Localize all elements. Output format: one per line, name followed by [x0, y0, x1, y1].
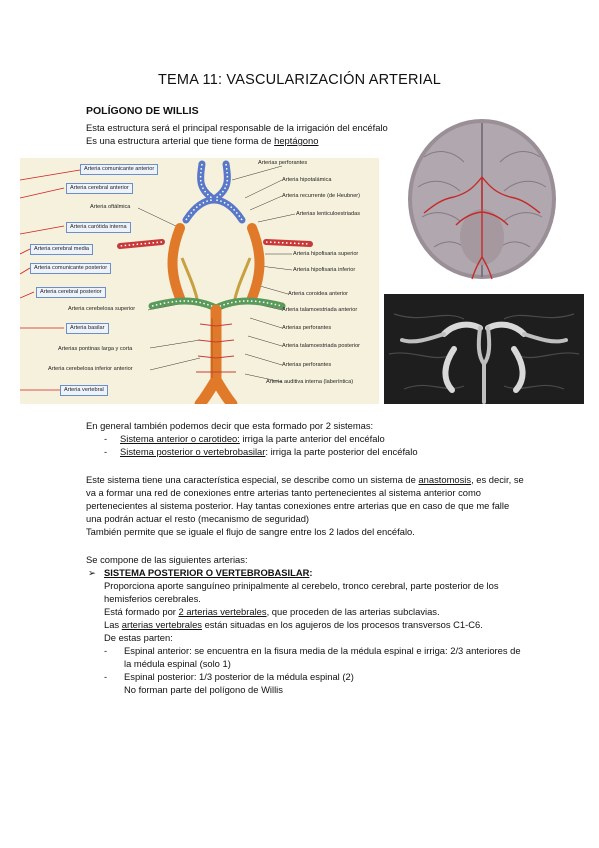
anastomosis-paragraph: Este sistema tiene una característica es… — [86, 473, 526, 525]
label-perforantes-1: Arterias perforantes — [258, 160, 308, 166]
label-cerebral-posterior: Arteria cerebral posterior — [36, 287, 106, 298]
label-cerebelosa-inferior-anterior: Arteria cerebelosa inferior anterior — [48, 366, 133, 372]
label-coroidea-anterior: Arteria coroidea anterior — [288, 291, 349, 297]
label-cerebral-anterior: Arteria cerebral anterior — [66, 183, 133, 194]
posterior-system-heading-text: SISTEMA POSTERIOR O VERTEBROBASILAR — [104, 567, 310, 578]
anastomosis-term: anastomosis — [418, 474, 472, 485]
posterior-p2-suffix: , que proceden de las arterias subclavia… — [266, 606, 440, 617]
section-heading: POLÍGONO DE WILLIS — [86, 105, 199, 117]
anastomosis-suffix: , es decir, se va a formar una red de co… — [86, 474, 524, 524]
posterior-system-heading: ➢ SISTEMA POSTERIOR O VERTEBROBASILAR: — [86, 566, 526, 579]
label-cerebelosa-superior: Arteria cerebelosa superior — [68, 306, 136, 312]
label-recurrente-heubner: Arteria recurrente (de Heubner) — [282, 193, 361, 199]
angiography-graphic — [384, 294, 584, 404]
anastomosis-prefix: Este sistema tiene una característica es… — [86, 474, 419, 485]
heptagono-link: heptágono — [274, 135, 319, 146]
arrow-bullet-icon: ➢ — [88, 567, 96, 578]
label-hipofisaria-inferior: Arteria hipofisaria inferior — [293, 267, 356, 273]
system-posterior-rest: : irriga la parte posterior del encéfalo — [265, 446, 418, 457]
label-hipofisaria-superior: Arteria hipofisaria superior — [293, 251, 359, 257]
list-item: - Sistema anterior o carotideo: irriga la… — [86, 432, 526, 445]
label-basilar: Arteria basilar — [66, 323, 109, 334]
posterior-p4: De estas parten: — [104, 632, 173, 643]
label-carotida-interna: Arteria carótida interna — [66, 222, 131, 233]
label-lenticuloestriadas: Arterias lenticuloestriadas — [296, 211, 361, 217]
spinal-note: No forman parte del polígono de Willis — [124, 684, 283, 695]
systems-block: En general también podemos decir que est… — [86, 419, 526, 458]
posterior-p3-underlined: arterias vertebrales — [121, 619, 202, 630]
label-comunicante-anterior: Arteria comunicante anterior — [80, 164, 159, 175]
intro-line-2: Es una estructura arterial que tiene for… — [86, 134, 388, 147]
label-hipotalamica: Arteria hipotalámica — [282, 177, 332, 183]
intro-line-1: Esta estructura será el principal respon… — [86, 122, 388, 133]
page-title: TEMA 11: VASCULARIZACIÓN ARTERIAL — [158, 72, 441, 88]
posterior-p3: Las arterias vertebrales están situadas … — [104, 618, 526, 631]
posterior-p3-prefix: Las — [104, 619, 122, 630]
label-perforantes-3: Arterias perforantes — [282, 362, 332, 368]
dash-marker: - — [104, 446, 108, 457]
systems-intro: En general también podemos decir que est… — [86, 420, 374, 431]
posterior-system-heading-suffix: : — [309, 567, 313, 578]
posterior-system-details: Proporciona aporte sanguíneo prinipalmen… — [86, 579, 526, 644]
list-item: - Espinal posterior: 1/3 posterior de la … — [86, 670, 526, 696]
brain-inferior-view-image — [394, 117, 571, 282]
label-cerebral-media: Arteria cerebral media — [30, 244, 94, 255]
label-auditiva-interna: Arteria auditiva interna (laberíntica) — [266, 379, 354, 385]
label-comunicante-posterior: Arteria comunicante posterior — [30, 263, 112, 274]
intro-line-2-prefix: Es una estructura arterial que tiene for… — [86, 135, 275, 146]
posterior-p1: Proporciona aporte sanguíneo prinipalmen… — [104, 580, 499, 604]
spinal-anterior-text: Espinal anterior: se encuentra en la fis… — [124, 645, 521, 669]
system-posterior-label: Sistema posterior o vertebrobasilar — [120, 446, 266, 457]
dash-marker: - — [104, 433, 108, 444]
dash-marker: - — [104, 645, 108, 656]
list-item: - Sistema posterior o vertebrobasilar: ir… — [86, 445, 526, 458]
label-talamoestriada-anterior: Arteria talamoestriada anterior — [282, 307, 358, 313]
anastomosis-last-line: También permite que se iguale el flujo d… — [86, 526, 415, 537]
label-vertebral: Arteria vertebral — [60, 385, 108, 396]
brain-inferior-view-graphic — [408, 119, 556, 280]
list-item: - Espinal anterior: se encuentra en la fi… — [86, 644, 526, 670]
label-talamoestriada-posterior: Arteria talamoestriada posterior — [282, 343, 361, 349]
willis-diagram: Arteria comunicante anterior Arteria cer… — [20, 158, 379, 404]
angiography-image — [384, 294, 584, 404]
posterior-p2-underlined: 2 arterias vertebrales — [178, 606, 267, 617]
spinal-arteries-list: - Espinal anterior: se encuentra en la fi… — [86, 644, 526, 696]
dash-marker: - — [104, 671, 108, 682]
anastomosis-block: Este sistema tiene una característica es… — [86, 473, 526, 538]
posterior-p3-suffix: están situadas en los agujeros de los pr… — [201, 619, 483, 630]
label-perforantes-2: Arterias perforantes — [282, 325, 332, 331]
system-anterior-label: Sistema anterior o carotideo: — [120, 433, 240, 444]
posterior-p2-prefix: Está formado por — [104, 606, 179, 617]
composition-block: Se compone de las siguientes arterias: ➢… — [86, 553, 526, 696]
label-pontinas: Arterias pontinas larga y corta — [58, 346, 133, 352]
label-oftalmica: Arteria oftálmica — [90, 204, 131, 210]
posterior-p2: Está formado por 2 arterias vertebrales,… — [104, 605, 526, 618]
willis-diagram-graphic — [20, 160, 313, 404]
intro-text: Esta estructura será el principal respon… — [86, 121, 388, 147]
spinal-posterior-text: Espinal posterior: 1/3 posterior de la m… — [124, 671, 354, 682]
composition-intro: Se compone de las siguientes arterias: — [86, 554, 248, 565]
system-anterior-rest: irriga la parte anterior del encéfalo — [239, 433, 385, 444]
systems-list: - Sistema anterior o carotideo: irriga la… — [86, 432, 526, 458]
